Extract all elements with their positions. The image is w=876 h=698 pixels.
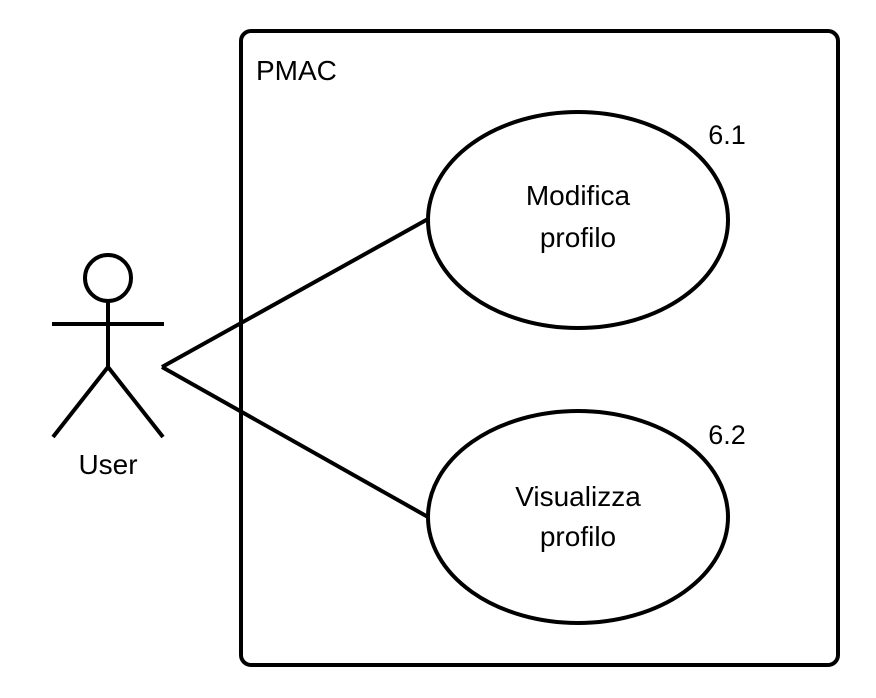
system-boundary-box <box>239 29 840 667</box>
system-boundary: PMAC <box>239 29 840 667</box>
associations <box>161 217 429 519</box>
use-case-label-line1: Modifica <box>526 180 631 211</box>
use-case-modifica-profilo: Modifica profilo 6.1 <box>426 110 746 330</box>
use-case-ellipse <box>426 110 730 330</box>
actor-left-leg <box>51 365 110 439</box>
actor-name: User <box>78 449 137 480</box>
association-line-6-1 <box>161 217 429 369</box>
use-case-label-line2: profilo <box>540 222 616 253</box>
system-name: PMAC <box>256 55 337 86</box>
use-case-label-line1: Visualizza <box>515 481 641 512</box>
use-case-visualizza-profilo: Visualizza profilo 6.2 <box>426 409 746 625</box>
use-case-label-line2: profilo <box>540 521 616 552</box>
use-case-number: 6.1 <box>708 120 746 150</box>
association-line-6-2 <box>161 365 429 519</box>
use-case-number: 6.2 <box>708 420 746 450</box>
actor-right-leg <box>106 365 165 439</box>
actor-user: User <box>51 253 165 480</box>
actor-head-icon <box>83 253 133 303</box>
use-case-ellipse <box>426 409 730 625</box>
